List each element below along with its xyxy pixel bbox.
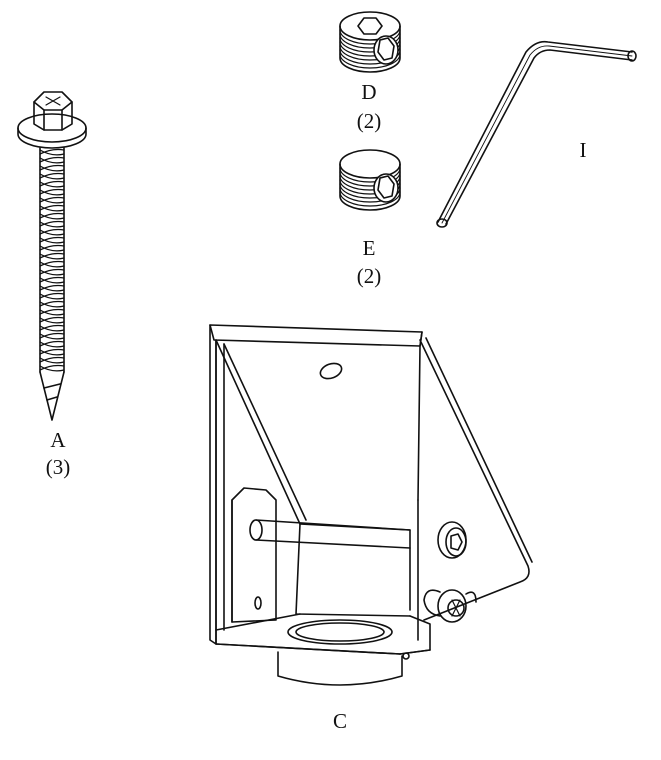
part-e-quantity: (2) (356, 264, 382, 288)
part-a-label: A (50, 428, 66, 452)
part-d-quantity: (2) (356, 109, 382, 133)
part-c-label: C (332, 709, 347, 733)
part-e-label: E (362, 236, 376, 260)
mounting-bracket-icon (209, 324, 533, 686)
set-screw-icon (339, 11, 401, 73)
set-screw-icon (339, 149, 401, 211)
part-a-quantity: (3) (45, 455, 71, 479)
hex-key-icon (436, 40, 637, 228)
part-i-label: I (579, 138, 587, 162)
screw-icon (17, 91, 87, 421)
part-d-label: D (361, 80, 377, 104)
